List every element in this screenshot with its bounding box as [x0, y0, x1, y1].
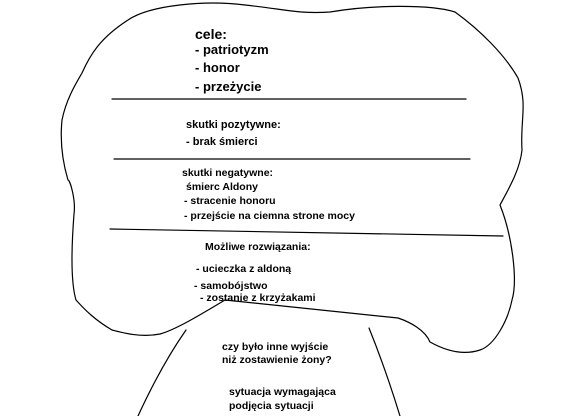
conclusion-line: podjęcia sytuacji — [229, 400, 314, 412]
solutions-heading: Możliwe rozwiązania: — [205, 241, 311, 253]
question-line: czy było inne wyjście — [222, 341, 329, 353]
negative-heading: skutki negatywne: — [182, 167, 274, 179]
goals-item: - honor — [195, 60, 240, 75]
question-line: niż zostawienie żony? — [222, 354, 332, 366]
solutions-item: - ucieczka z aldoną — [196, 263, 292, 275]
negative-item: śmierc Aldony — [186, 181, 258, 193]
goals-item: - przeżycie — [195, 79, 262, 94]
positive-item: - brak śmierci — [186, 136, 258, 148]
tree-trunk-right — [368, 327, 401, 416]
goals-heading: cele: — [195, 26, 227, 42]
tree-trunk-left — [137, 329, 187, 416]
tree-crown-outline — [60, 2, 524, 353]
solutions-item: - zostanie z krzyżakami — [200, 292, 316, 304]
solutions-item: - samobójstwo — [194, 280, 268, 292]
divider-3 — [109, 228, 504, 237]
negative-item: - przejście na ciemna strone mocy — [184, 210, 355, 222]
negative-item: - stracenie honoru — [184, 195, 276, 207]
positive-heading: skutki pozytywne: — [186, 119, 281, 131]
goals-item: - patriotyzm — [195, 42, 269, 57]
conclusion-line: sytuacja wymagająca — [229, 386, 336, 398]
